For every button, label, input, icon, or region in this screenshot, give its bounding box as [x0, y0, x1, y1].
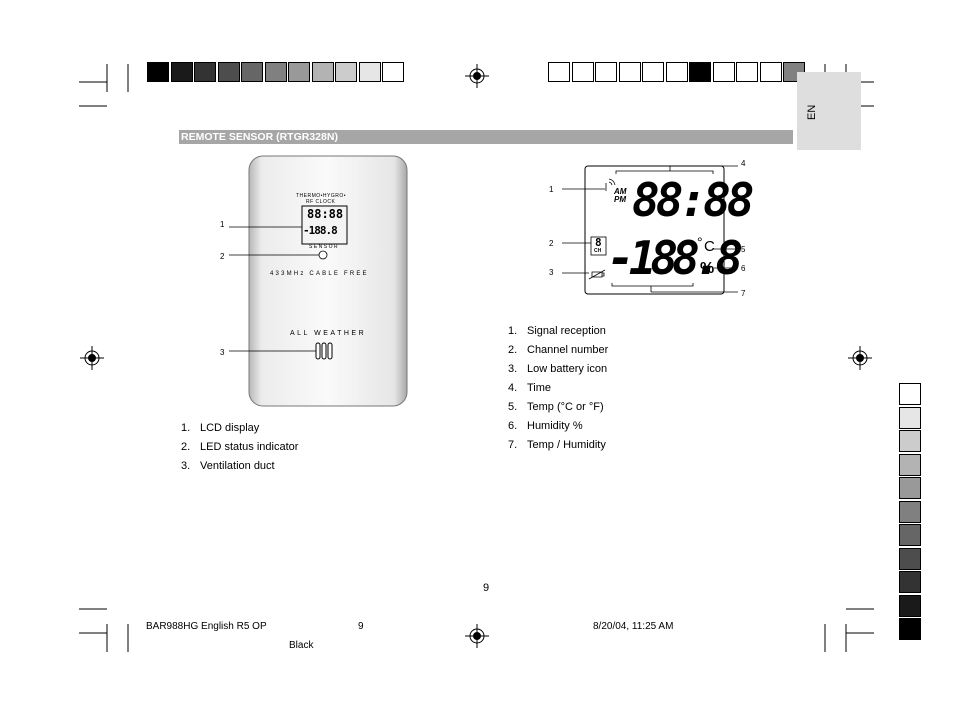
sensor-lcd-time: 88:88 — [307, 207, 344, 221]
signal-icon — [605, 178, 616, 191]
color-swatch — [899, 477, 921, 499]
lcd-callout-7: 7 — [741, 289, 746, 298]
channel-label: CH — [594, 248, 602, 254]
color-swatch — [712, 62, 735, 82]
lcd-callout-5: 5 — [741, 245, 746, 254]
section-header-bar — [179, 130, 793, 144]
channel-digit: 8 — [595, 236, 602, 249]
color-swatch — [899, 571, 921, 593]
language-tab — [797, 72, 861, 150]
footer-date: 8/20/04, 11:25 AM — [593, 621, 674, 632]
sensor-lcd-value: -188.8 — [303, 224, 338, 237]
footer-plate: Black — [289, 640, 314, 651]
color-swatch — [311, 62, 334, 82]
color-swatch — [241, 62, 263, 82]
color-swatch — [194, 62, 216, 82]
lcd-callout-6: 6 — [741, 264, 746, 273]
color-swatch — [899, 618, 921, 640]
sensor-header-1: THERMO•HYGRO• — [296, 193, 347, 199]
color-swatch — [689, 62, 711, 82]
ventilation-duct — [315, 342, 333, 360]
color-swatch — [642, 62, 664, 82]
sensor-callout-1: 1 — [220, 220, 225, 229]
lcd-callout-3: 3 — [549, 268, 554, 277]
list-item: 2.Channel number — [508, 344, 609, 356]
degree-symbol: ° — [697, 234, 703, 250]
lcd-callout-2: 2 — [549, 239, 554, 248]
list-item: 3.Low battery icon — [508, 363, 608, 375]
color-swatch — [665, 62, 688, 82]
sensor-header-2: RF CLOCK — [306, 199, 336, 205]
color-swatch — [358, 62, 381, 82]
color-swatch — [899, 383, 921, 405]
color-swatch — [595, 62, 617, 82]
channel-box — [590, 236, 607, 256]
color-swatch — [147, 62, 169, 82]
color-swatch — [548, 62, 570, 82]
sensor-callout-3: 3 — [220, 348, 225, 357]
frequency-label: 433MHz CABLE FREE — [270, 271, 369, 277]
registration-target-left — [80, 346, 104, 370]
registration-target-right — [848, 346, 872, 370]
list-item: 1.Signal reception — [508, 325, 606, 337]
sensor-label: SENSOR — [309, 244, 340, 250]
all-weather-label: ALL WEATHER — [290, 330, 367, 337]
list-item: 7.Temp / Humidity — [508, 439, 606, 451]
sensor-callout-2: 2 — [220, 252, 225, 261]
color-swatch — [899, 547, 921, 570]
color-swatch — [899, 406, 921, 429]
lcd-frame — [584, 165, 725, 295]
pm-indicator: PM — [614, 195, 626, 204]
lcd-callout-4: 4 — [741, 159, 746, 168]
page-number: 9 — [483, 582, 490, 594]
color-swatch — [170, 62, 193, 82]
color-swatch — [899, 430, 921, 452]
color-swatch — [382, 62, 404, 82]
color-swatch — [759, 62, 782, 82]
color-swatch — [217, 62, 240, 82]
color-swatch — [335, 62, 357, 82]
list-item: 1.LCD display — [181, 422, 260, 434]
color-swatch — [618, 62, 641, 82]
list-item: 5.Temp (°C or °F) — [508, 401, 604, 413]
color-swatch — [264, 62, 287, 82]
color-swatch — [899, 524, 921, 546]
percent-symbol: % — [700, 260, 715, 277]
color-swatch — [899, 453, 921, 476]
color-swatch — [571, 62, 594, 82]
color-swatch — [736, 62, 758, 82]
footer-page: 9 — [358, 621, 364, 632]
section-title: REMOTE SENSOR (RTGR328N) — [181, 131, 338, 143]
list-item: 4.Time — [508, 382, 552, 394]
list-item: 3.Ventilation duct — [181, 460, 275, 472]
lcd-temp-digits: -188.8 — [607, 231, 743, 285]
registration-target-bottom — [465, 624, 489, 648]
registration-target-top — [465, 64, 489, 88]
am-indicator: AM — [614, 187, 627, 196]
color-swatch — [288, 62, 310, 82]
lcd-time-digits: 88:88 — [632, 173, 755, 227]
color-swatch — [899, 594, 921, 617]
unit-letters: C — [704, 238, 715, 255]
lcd-callout-1: 1 — [549, 185, 554, 194]
color-swatch — [899, 500, 921, 523]
footer-file-name: BAR988HG English R5 OP — [146, 621, 267, 632]
sensor-lcd-window — [301, 205, 348, 245]
low-battery-icon — [588, 269, 606, 280]
sensor-body — [248, 155, 408, 407]
list-item: 6.Humidity % — [508, 420, 583, 432]
list-item: 2.LED status indicator — [181, 441, 299, 453]
